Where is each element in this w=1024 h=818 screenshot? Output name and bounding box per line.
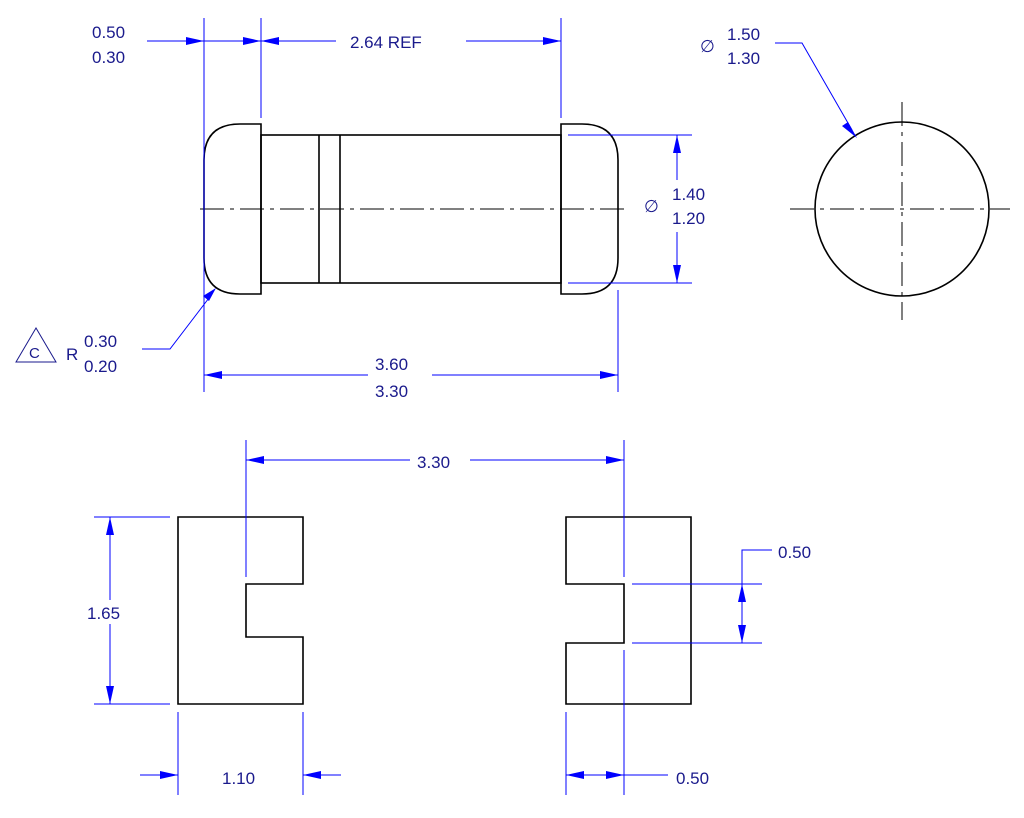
- slot-height-label: 0.50: [778, 543, 811, 562]
- arrow-dia-bottom: [673, 265, 681, 283]
- arrow-dia-top: [673, 135, 681, 153]
- end-diameter-leader: [775, 42, 853, 131]
- diameter-symbol: ∅: [644, 197, 659, 216]
- note-triangle-icon: [15, 327, 57, 363]
- arrow-pitch-left: [246, 456, 264, 464]
- end-view: ∅ 1.50 1.30: [700, 25, 1010, 320]
- arrow-ref-left: [261, 37, 279, 45]
- arrow-width-right: [303, 771, 321, 779]
- left-pad: [177, 516, 304, 705]
- pad-width-label: 1.10: [222, 769, 255, 788]
- slot-depth-label: 0.50: [676, 769, 709, 788]
- arrow-ref-right: [543, 37, 561, 45]
- arrow-depth-right: [606, 771, 624, 779]
- side-view: 0.50 0.30 2.64 REF ∅ 1.40 1.20 C R 0.30 …: [15, 18, 718, 401]
- arrow-width-left: [160, 771, 178, 779]
- arrow-band-right: [243, 37, 261, 45]
- right-pad: [565, 516, 692, 705]
- arrow-pitch-right: [606, 456, 624, 464]
- end-diameter-max-label: 1.50: [727, 25, 760, 44]
- height-label-mask: [84, 600, 136, 624]
- pad-height-label: 1.65: [87, 604, 120, 623]
- arrow-depth-left: [566, 771, 584, 779]
- arrow-overall-left: [204, 371, 222, 379]
- band-min-label: 0.30: [92, 48, 125, 67]
- note-letter: C: [29, 345, 40, 362]
- arrow-height-bottom: [106, 686, 114, 704]
- pad-pitch-label: 3.30: [417, 453, 450, 472]
- overall-min-label: 3.30: [375, 382, 408, 401]
- radius-prefix: R: [66, 345, 78, 364]
- dia-label-mask: [642, 180, 718, 232]
- arrow-overall-right: [600, 371, 618, 379]
- land-pattern: 3.30 1.65 1.10 0.50 0.50: [84, 440, 811, 795]
- arrow-slot-top: [738, 584, 746, 602]
- arrow-slot-bottom: [738, 625, 746, 643]
- radius-min-label: 0.20: [84, 357, 117, 376]
- dim-line-slot-height: [741, 549, 772, 643]
- band-max-label: 0.50: [92, 23, 125, 42]
- end-diameter-min-label: 1.30: [727, 49, 760, 68]
- radius-max-label: 0.30: [84, 332, 117, 351]
- overall-label-mask: [368, 364, 432, 386]
- arrow-band-left: [186, 37, 204, 45]
- arrow-height-top: [106, 517, 114, 535]
- radius-leader: [142, 293, 213, 350]
- body-ref-label: 2.64 REF: [350, 33, 422, 52]
- right-end-cap: [560, 123, 619, 295]
- diameter-max-label: 1.40: [672, 185, 705, 204]
- pitch-label-mask: [410, 448, 470, 470]
- diameter-min-label: 1.20: [672, 209, 705, 228]
- overall-max-label: 3.60: [375, 355, 408, 374]
- arrow-end-diameter: [842, 122, 857, 138]
- ref-label-mask: [336, 30, 466, 52]
- arrow-radius: [203, 288, 216, 301]
- end-diameter-symbol: ∅: [700, 37, 715, 56]
